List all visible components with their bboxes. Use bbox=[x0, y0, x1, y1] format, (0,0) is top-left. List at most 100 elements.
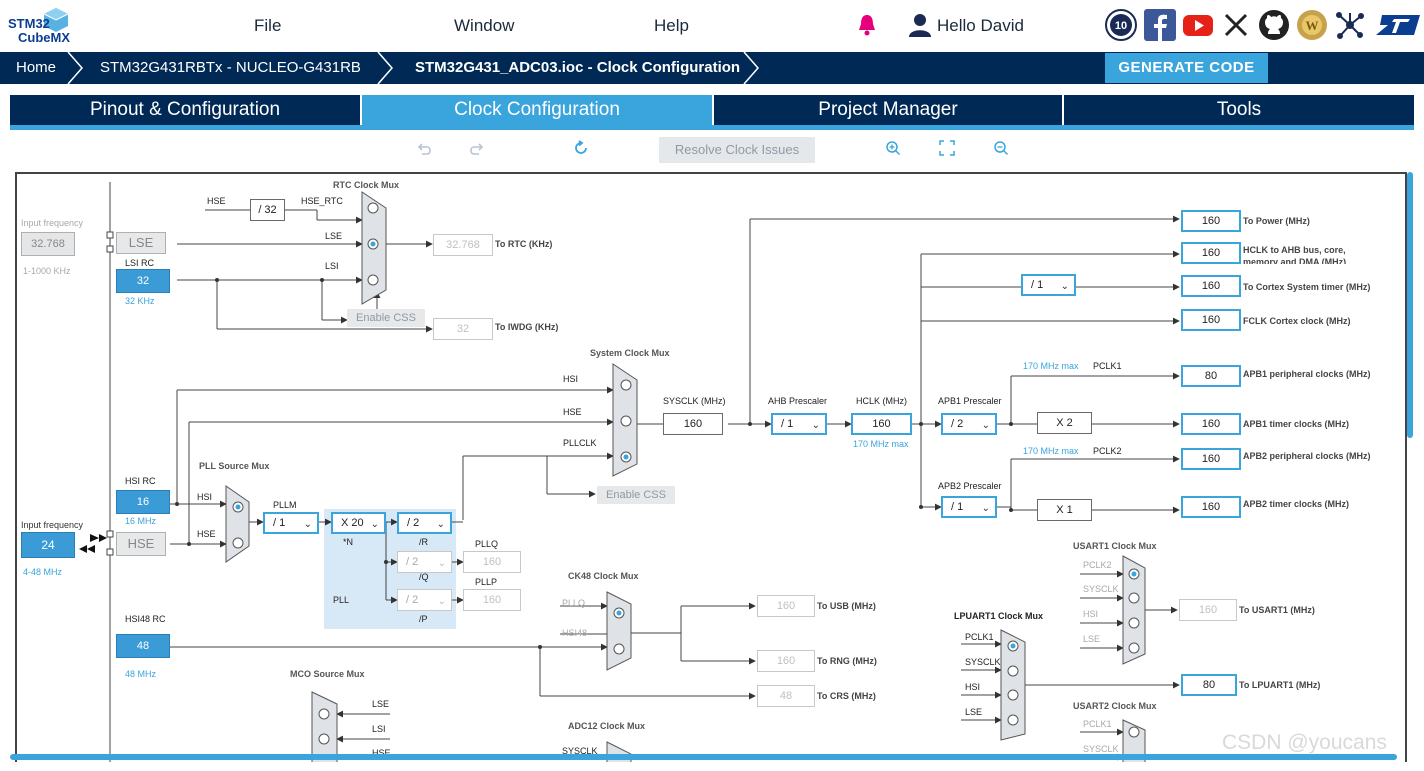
tab-project-manager[interactable]: Project Manager bbox=[714, 95, 1062, 125]
plln-select[interactable]: X 20⌄ bbox=[331, 512, 386, 534]
lpuart1-mux-title: LPUART1 Clock Mux bbox=[954, 611, 1044, 621]
output-apb1-timer-value[interactable]: 160 bbox=[1181, 413, 1241, 435]
hsi-rc-value[interactable]: 16 bbox=[116, 490, 170, 514]
apb2-prescaler-select[interactable]: / 1⌄ bbox=[941, 496, 997, 518]
resolve-clock-issues-button[interactable]: Resolve Clock Issues bbox=[659, 137, 815, 163]
iwdg-output-value[interactable]: 32 bbox=[433, 318, 493, 340]
rtc-hse-divider[interactable]: / 32 bbox=[250, 199, 285, 221]
mco-hse-label: HSE bbox=[372, 748, 391, 758]
st-logo-icon[interactable] bbox=[1374, 9, 1422, 41]
pllq-output[interactable]: 160 bbox=[463, 551, 521, 573]
cortex-timer-divider-select[interactable]: / 1⌄ bbox=[1021, 274, 1076, 296]
undo-icon[interactable] bbox=[416, 140, 432, 161]
apb1-max: 170 MHz max bbox=[1023, 361, 1079, 371]
hse-input-range: 4-48 MHz bbox=[23, 567, 63, 577]
fit-screen-icon[interactable] bbox=[939, 140, 955, 161]
output-fclk-value[interactable]: 160 bbox=[1181, 309, 1241, 331]
breadcrumb-current[interactable]: STM32G431_ADC03.ioc - Clock Configuratio… bbox=[415, 59, 741, 76]
lse-input-frequency[interactable]: 32.768 bbox=[21, 232, 75, 256]
usart1-pclk2-label: PCLK2 bbox=[1083, 560, 1112, 570]
top-bar: STM32 CubeMX File Window Help Hello Davi… bbox=[0, 0, 1424, 52]
zoom-out-icon[interactable] bbox=[993, 140, 1009, 161]
output-hclk-value[interactable]: 160 bbox=[1181, 242, 1241, 264]
pllp-select[interactable]: / 2⌄ bbox=[397, 589, 452, 611]
rng-output-value[interactable]: 160 bbox=[757, 650, 815, 672]
output-power-value[interactable]: 160 bbox=[1181, 210, 1241, 232]
output-fclk-label: FCLK Cortex clock (MHz) bbox=[1243, 316, 1351, 326]
wiki-icon[interactable]: W bbox=[1296, 9, 1328, 41]
rtc-lsi-label: LSI bbox=[325, 261, 339, 271]
pllq-select[interactable]: / 2⌄ bbox=[397, 551, 452, 573]
menu-window[interactable]: Window bbox=[454, 16, 515, 35]
network-icon[interactable] bbox=[1334, 9, 1366, 41]
user-icon[interactable] bbox=[908, 13, 932, 42]
rng-output-label: To RNG (MHz) bbox=[817, 656, 877, 666]
user-greeting[interactable]: Hello David bbox=[937, 16, 1024, 35]
hse-oscillator[interactable]: HSE bbox=[116, 532, 166, 556]
lse-input-range: 1-1000 KHz bbox=[23, 266, 71, 276]
lsi-rc-value[interactable]: 32 bbox=[116, 269, 170, 293]
ahb-prescaler-select[interactable]: / 1⌄ bbox=[771, 413, 827, 435]
apb2-timer-multiplier[interactable]: X 1 bbox=[1037, 499, 1092, 521]
github-icon[interactable] bbox=[1258, 9, 1290, 41]
menu-help[interactable]: Help bbox=[654, 16, 689, 35]
hsi48-rc-value[interactable]: 48 bbox=[116, 634, 170, 658]
lse-oscillator[interactable]: LSE bbox=[116, 232, 166, 254]
refresh-icon[interactable] bbox=[573, 140, 589, 161]
apb1-timer-multiplier[interactable]: X 2 bbox=[1037, 412, 1092, 434]
breadcrumb-board[interactable]: STM32G431RBTx - NUCLEO-G431RB bbox=[100, 59, 361, 76]
rtc-output-value[interactable]: 32.768 bbox=[433, 234, 493, 256]
ahb-prescaler-label: AHB Prescaler bbox=[768, 396, 828, 406]
sys-enable-css-button[interactable]: Enable CSS bbox=[597, 486, 675, 504]
zoom-in-icon[interactable] bbox=[885, 140, 901, 161]
plln-label: *N bbox=[343, 537, 354, 547]
chevron-down-icon: ⌄ bbox=[811, 420, 820, 431]
tab-clock-configuration[interactable]: Clock Configuration bbox=[362, 95, 712, 125]
pllr-select[interactable]: / 2⌄ bbox=[397, 512, 452, 534]
clock-tree-canvas[interactable]: Input frequency 32.768 1-1000 KHz Input … bbox=[15, 172, 1407, 762]
output-apb2-peripheral-value[interactable]: 160 bbox=[1181, 448, 1241, 470]
youtube-icon[interactable] bbox=[1182, 9, 1214, 41]
redo-icon[interactable] bbox=[469, 140, 485, 161]
usart1-output-value[interactable]: 160 bbox=[1179, 599, 1237, 621]
lpuart1-pclk1-label: PCLK1 bbox=[965, 632, 994, 642]
vertical-scrollbar[interactable] bbox=[1407, 172, 1413, 438]
hsi48-rc-label: HSI48 RC bbox=[125, 614, 166, 624]
system-clock-mux-title: System Clock Mux bbox=[590, 348, 670, 358]
usb-output-value[interactable]: 160 bbox=[757, 595, 815, 617]
pllm-select[interactable]: / 1⌄ bbox=[263, 512, 319, 534]
x-twitter-icon[interactable] bbox=[1220, 9, 1252, 41]
apb2-prescaler-value: / 1 bbox=[951, 501, 964, 513]
pllp-div-label: /P bbox=[419, 614, 428, 624]
crs-output-value[interactable]: 48 bbox=[757, 685, 815, 707]
hse-input-frequency[interactable]: 24 bbox=[21, 532, 75, 558]
menu-file[interactable]: File bbox=[254, 16, 282, 35]
ck48-mux-title: CK48 Clock Mux bbox=[568, 571, 639, 581]
sysclk-value[interactable]: 160 bbox=[663, 413, 723, 435]
pllp-label: PLLP bbox=[475, 577, 498, 587]
generate-code-button[interactable]: GENERATE CODE bbox=[1105, 53, 1268, 83]
sys-mux-pllclk-label: PLLCLK bbox=[563, 438, 597, 448]
rtc-enable-css-button[interactable]: Enable CSS bbox=[347, 309, 425, 327]
output-apb2-timer-value[interactable]: 160 bbox=[1181, 496, 1241, 518]
facebook-icon[interactable] bbox=[1144, 9, 1176, 42]
apb1-prescaler-select[interactable]: / 2⌄ bbox=[941, 413, 997, 435]
horizontal-scrollbar[interactable] bbox=[10, 754, 1397, 760]
breadcrumb-home[interactable]: Home bbox=[16, 59, 57, 76]
usart2-sysclk-label: SYSCLK bbox=[1083, 744, 1119, 754]
output-cortex-timer-value[interactable]: 160 bbox=[1181, 275, 1241, 297]
anniversary-10-icon[interactable]: 10 bbox=[1105, 9, 1137, 41]
hclk-label: HCLK (MHz) bbox=[856, 396, 907, 406]
pllp-output[interactable]: 160 bbox=[463, 589, 521, 611]
hclk-value[interactable]: 160 bbox=[851, 413, 912, 435]
bell-icon[interactable] bbox=[857, 13, 877, 42]
tab-underline bbox=[10, 125, 1414, 130]
lpuart1-output-value[interactable]: 80 bbox=[1181, 674, 1237, 696]
lpuart1-output-label: To LPUART1 (MHz) bbox=[1239, 680, 1321, 690]
rtc-hse-label: HSE bbox=[207, 196, 226, 206]
pllq-div-value: / 2 bbox=[406, 556, 419, 568]
output-apb1-peripheral-value[interactable]: 80 bbox=[1181, 365, 1241, 387]
tab-tools[interactable]: Tools bbox=[1064, 95, 1414, 125]
tab-pinout-configuration[interactable]: Pinout & Configuration bbox=[10, 95, 360, 125]
mco-lsi-label: LSI bbox=[372, 724, 386, 734]
